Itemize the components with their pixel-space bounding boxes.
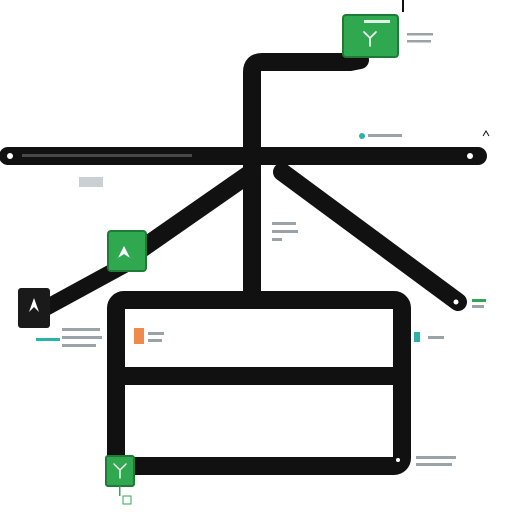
trunk-line [243,51,369,309]
right-bar-endpoint [467,153,473,159]
fork-icon [363,31,377,47]
right-diagonal [273,163,467,311]
frame-box [107,291,411,475]
frame-corner-dot [396,458,400,462]
annotation-marks [22,33,490,466]
left-green-node[interactable] [107,230,147,272]
bottom-node-stem [119,486,121,496]
top-node-pin [402,0,404,12]
left-bar-endpoint [7,153,13,159]
bottom-node-tag [122,495,132,505]
connector-lines [0,51,487,318]
top-node-label-bar [364,20,390,23]
gray-tag [79,177,103,187]
bottom-node[interactable] [105,455,135,487]
left-diagonal [131,163,261,259]
left-dark-node[interactable] [18,288,50,328]
up-arrow-icon [29,298,39,312]
fork-icon [113,463,127,479]
orange-tag [134,328,144,344]
right-diagonal-endpoint [453,299,459,305]
up-arrow-icon [118,246,130,258]
top-node[interactable] [342,14,399,58]
